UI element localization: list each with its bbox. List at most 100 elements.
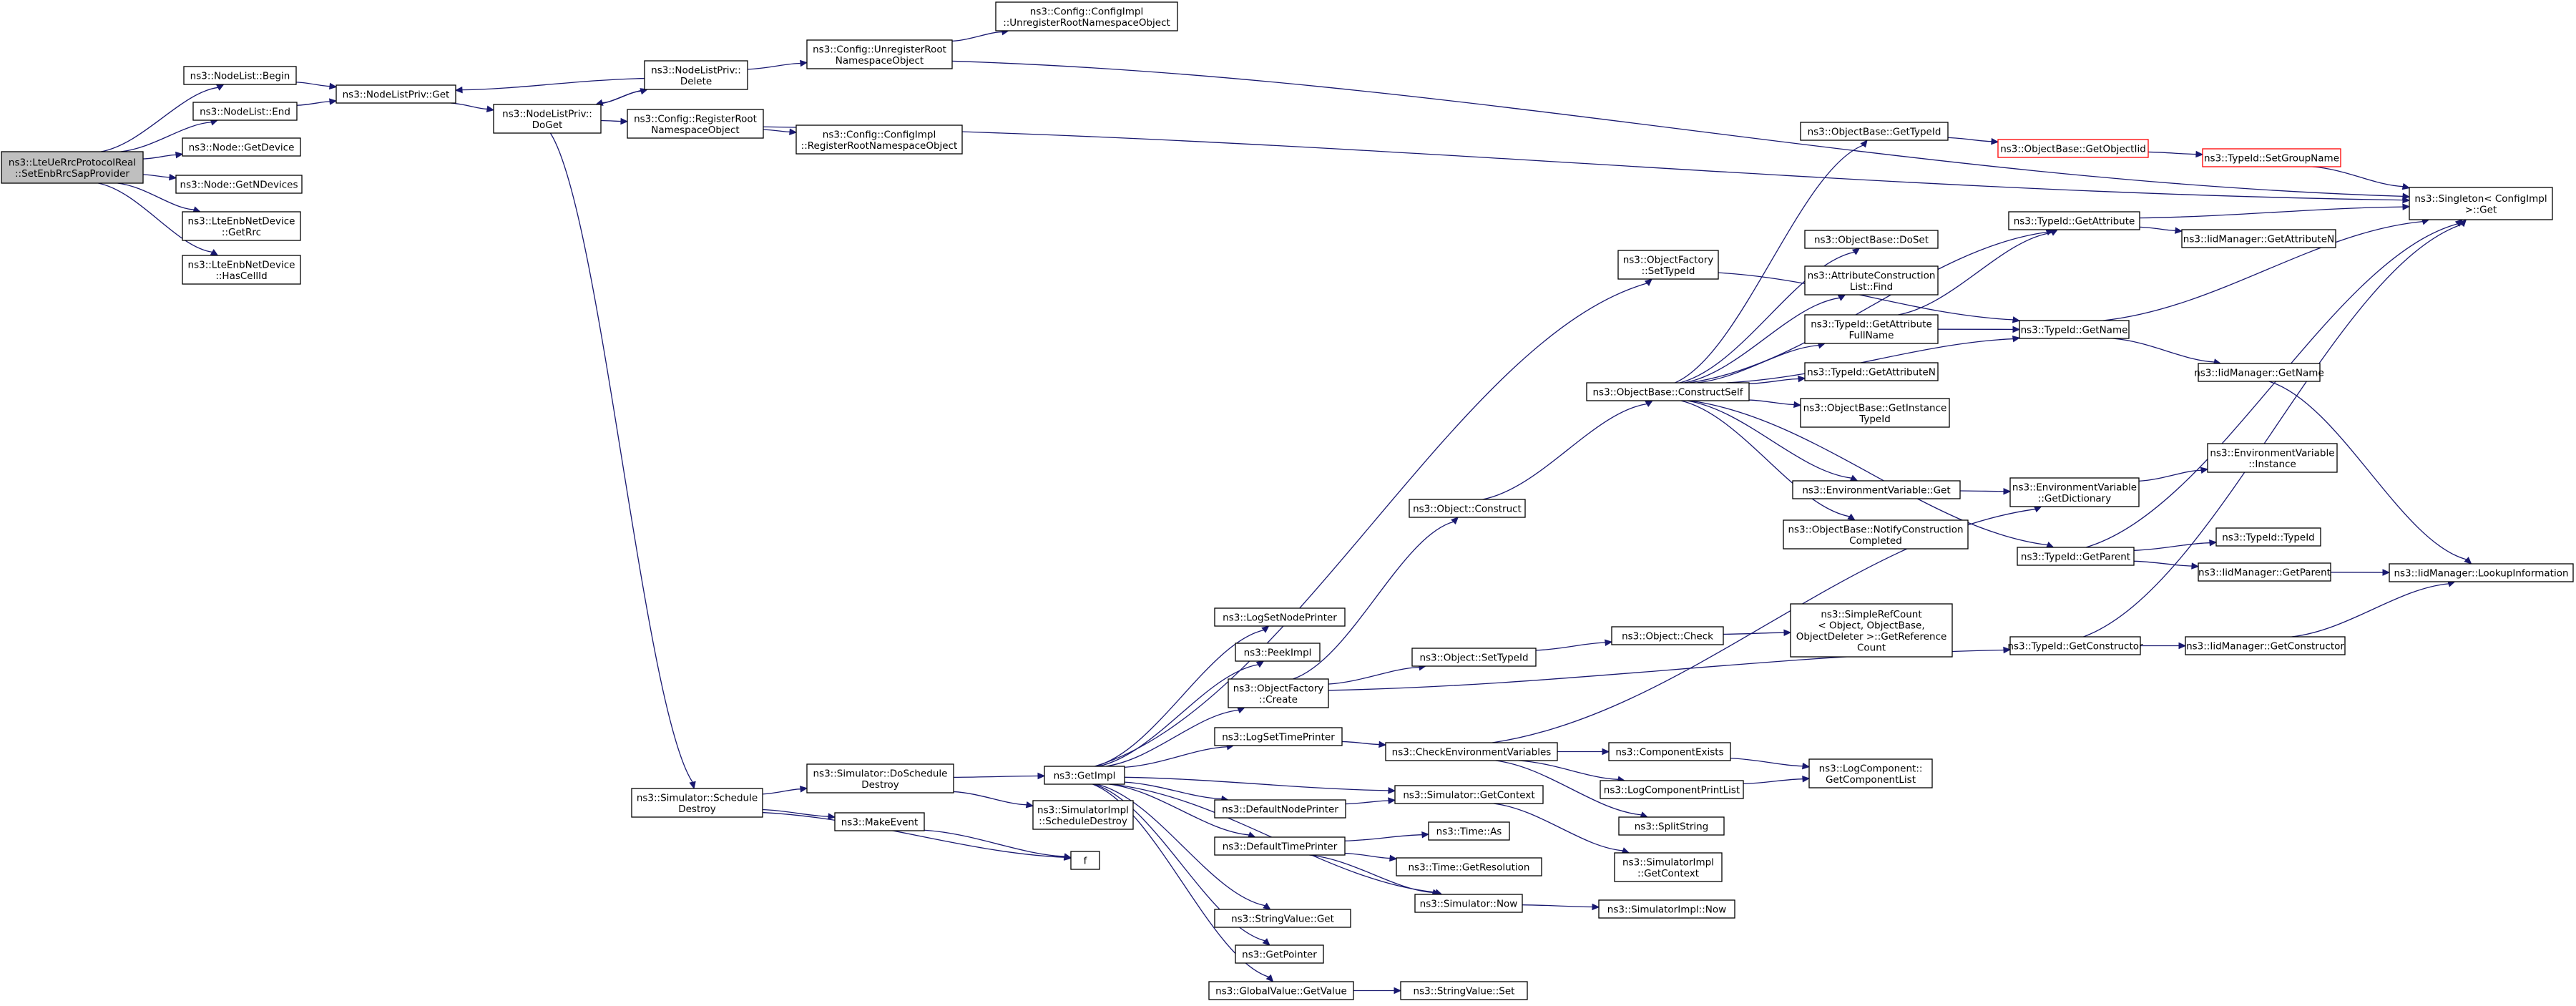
node-box	[1414, 894, 1523, 913]
node-envVarInstance[interactable]: ns3::EnvironmentVariable::Instance	[2207, 443, 2338, 473]
arrowhead	[2012, 335, 2021, 343]
node-objBaseConstructSelf[interactable]: ns3::ObjectBase::ConstructSelf	[1586, 382, 1750, 401]
node-checkEnvVars[interactable]: ns3::CheckEnvironmentVariables	[1385, 742, 1558, 761]
node-label: ns3::Config::ConfigImpl	[823, 129, 936, 140]
node-nlpDelete[interactable]: ns3::NodeListPriv::Delete	[644, 60, 748, 90]
node-typeIdGetAttribute[interactable]: ns3::TypeId::GetAttribute	[2008, 211, 2140, 230]
node-logSetNodePrinter[interactable]: ns3::LogSetNodePrinter	[1214, 607, 1346, 627]
node-nlpGet[interactable]: ns3::NodeListPriv::Get	[336, 84, 456, 104]
node-label: ns3::ObjectBase::NotifyConstruction	[1788, 524, 1963, 535]
edge-nlpDoGet-to-simScheduleDestroy	[549, 132, 696, 790]
node-logCompPrintList[interactable]: ns3::LogComponentPrintList	[1600, 780, 1744, 799]
node-nodeGetNDevices[interactable]: ns3::Node::GetNDevices	[175, 175, 303, 194]
node-peekImpl[interactable]: ns3::PeekImpl	[1235, 643, 1321, 662]
node-getImpl[interactable]: ns3::GetImpl	[1044, 766, 1125, 785]
node-typeIdTypeId[interactable]: ns3::TypeId::TypeId	[2215, 527, 2321, 547]
node-simNow[interactable]: ns3::Simulator::Now	[1414, 894, 1523, 913]
node-box	[1598, 899, 1735, 919]
node-objBaseGetTypeId[interactable]: ns3::ObjectBase::GetTypeId	[1800, 122, 1949, 141]
node-root[interactable]: ns3::LteUeRrcProtocolReal::SetEnbRrcSapP…	[1, 151, 144, 184]
node-cfgImplUnreg[interactable]: ns3::Config::ConfigImpl::UnregisterRootN…	[995, 1, 1178, 31]
node-nlBegin[interactable]: ns3::NodeList::Begin	[183, 66, 297, 85]
arrowhead	[1037, 772, 1046, 780]
edge-line	[1094, 783, 1265, 942]
edge-objCheck-to-simpleRefCount	[1723, 629, 1792, 636]
node-lteHasCellId[interactable]: ns3::LteEnbNetDevice::HasCellId	[182, 255, 301, 285]
node-cfgUnreg[interactable]: ns3::Config::UnregisterRootNamespaceObje…	[806, 39, 953, 69]
node-cfgImplReg[interactable]: ns3::Config::ConfigImpl::RegisterRootNam…	[795, 124, 963, 155]
node-typeIdGetParent[interactable]: ns3::TypeId::GetParent	[2017, 547, 2135, 566]
node-simpleRefCount[interactable]: ns3::SimpleRefCount< Object, ObjectBase,…	[1790, 603, 1953, 658]
node-splitString[interactable]: ns3::SplitString	[1618, 816, 1725, 836]
node-f[interactable]: f	[1070, 851, 1100, 870]
node-nlpDoGet[interactable]: ns3::NodeListPriv::DoGet	[493, 104, 602, 134]
node-stringValueSet[interactable]: ns3::StringValue::Set	[1400, 981, 1528, 1000]
node-simGetContext[interactable]: ns3::Simulator::GetContext	[1394, 785, 1544, 804]
node-label: < Object, ObjectBase,	[1818, 620, 1924, 631]
node-box	[1804, 362, 1939, 381]
arrowhead	[2033, 506, 2042, 513]
edge-typeIdGetAttrFullName-to-typeIdGetName	[1937, 326, 2021, 333]
node-iidMgrGetName[interactable]: ns3::IidManager::GetName	[2194, 363, 2324, 382]
arrowhead	[2191, 562, 2200, 570]
node-iidMgrLookup[interactable]: ns3::IidManager::LookupInformation	[2389, 563, 2574, 582]
node-label: ns3::ObjectFactory	[1233, 683, 1324, 694]
node-box	[493, 104, 602, 134]
node-objBaseGetObjectIid[interactable]: ns3::ObjectBase::GetObjectIid	[1997, 139, 2149, 158]
node-timeGetResolution[interactable]: ns3::Time::GetResolution	[1396, 857, 1542, 876]
node-label: ::GetDictionary	[2038, 493, 2111, 504]
edge-line	[1726, 338, 2014, 384]
node-getPointer[interactable]: ns3::GetPointer	[1235, 944, 1324, 964]
node-typeIdGetAttrN[interactable]: ns3::TypeId::GetAttributeN	[1804, 362, 1939, 381]
node-objCheck[interactable]: ns3::Object::Check	[1611, 626, 1724, 645]
node-iidMgrGetConstructor[interactable]: ns3::IidManager::GetConstructor	[2185, 636, 2346, 655]
node-cfgReg[interactable]: ns3::Config::RegisterRootNamespaceObject	[627, 109, 764, 139]
node-makeEvent[interactable]: ns3::MakeEvent	[834, 812, 925, 831]
node-logCompGetList[interactable]: ns3::LogComponent::GetComponentList	[1808, 758, 1933, 788]
node-envVarGetDict[interactable]: ns3::EnvironmentVariable::GetDictionary	[2009, 477, 2140, 507]
node-box	[1044, 766, 1125, 785]
node-simImplGetContext[interactable]: ns3::SimulatorImpl::GetContext	[1614, 852, 1723, 882]
node-nlEnd[interactable]: ns3::NodeList::End	[192, 102, 298, 121]
node-defaultNodePrinter[interactable]: ns3::DefaultNodePrinter	[1214, 799, 1346, 819]
edge-objBaseConstructSelf-to-objBaseGetTypeId	[1675, 140, 1868, 384]
node-defaultTimePrinter[interactable]: ns3::DefaultTimePrinter	[1214, 836, 1346, 856]
node-timeAs[interactable]: ns3::Time::As	[1428, 821, 1510, 841]
node-objFactorySetTypeId[interactable]: ns3::ObjectFactory::SetTypeId	[1617, 250, 1719, 280]
node-box	[2185, 636, 2346, 655]
node-objBaseDoSet[interactable]: ns3::ObjectBase::DoSet	[1804, 230, 1939, 249]
node-globalValueGetValue[interactable]: ns3::GlobalValue::GetValue	[1208, 981, 1354, 1000]
node-objSetTypeId[interactable]: ns3::Object::SetTypeId	[1411, 648, 1537, 667]
node-singletonGet[interactable]: ns3::Singleton< ConfigImpl >::Get	[2409, 187, 2553, 220]
node-simImplScheduleDestroy[interactable]: ns3::SimulatorImpl::ScheduleDestroy	[1032, 800, 1134, 830]
node-label: ns3::ObjectBase::GetObjectIid	[2000, 144, 2146, 155]
node-logSetTimePrinter[interactable]: ns3::LogSetTimePrinter	[1214, 727, 1343, 746]
node-lteGetRrc[interactable]: ns3::LteEnbNetDevice::GetRrc	[182, 211, 301, 241]
node-envVarGet[interactable]: ns3::EnvironmentVariable::Get	[1792, 480, 1961, 499]
node-typeIdGetConstructor[interactable]: ns3::TypeId::GetConstructor	[2007, 636, 2143, 655]
node-label: ns3::TypeId::GetAttribute	[2014, 216, 2135, 228]
node-simImplNow[interactable]: ns3::SimulatorImpl::Now	[1598, 899, 1735, 919]
node-objBaseNotifyConstr[interactable]: ns3::ObjectBase::NotifyConstructionCompl…	[1783, 519, 1969, 550]
node-iidMgrGetParent[interactable]: ns3::IidManager::GetParent	[2198, 562, 2331, 582]
node-objFactoryCreate[interactable]: ns3::ObjectFactory::Create	[1228, 678, 1329, 708]
edge-line	[1124, 776, 1389, 791]
node-typeIdGetName[interactable]: ns3::TypeId::GetName	[2019, 320, 2130, 339]
node-simScheduleDestroy[interactable]: ns3::Simulator::ScheduleDestroy	[631, 788, 763, 818]
node-box	[806, 763, 954, 793]
node-nodeGetDevice[interactable]: ns3::Node::GetDevice	[182, 137, 301, 157]
node-box	[1783, 519, 1969, 550]
node-iidMgrGetAttrN[interactable]: ns3::IidManager::GetAttributeN	[2181, 229, 2336, 248]
edge-cfgReg-to-singletonGet	[763, 126, 2411, 204]
node-typeIdSetGroupName[interactable]: ns3::TypeId::SetGroupName	[2202, 148, 2341, 167]
node-stringValueGet[interactable]: ns3::StringValue::Get	[1214, 909, 1351, 928]
node-componentExists[interactable]: ns3::ComponentExists	[1608, 742, 1731, 761]
edge-line	[1124, 781, 1222, 800]
node-box	[1586, 382, 1750, 401]
node-objConstruct[interactable]: ns3::Object::Construct	[1409, 499, 1526, 518]
node-label: ns3::EnvironmentVariable::Get	[1802, 485, 1950, 497]
